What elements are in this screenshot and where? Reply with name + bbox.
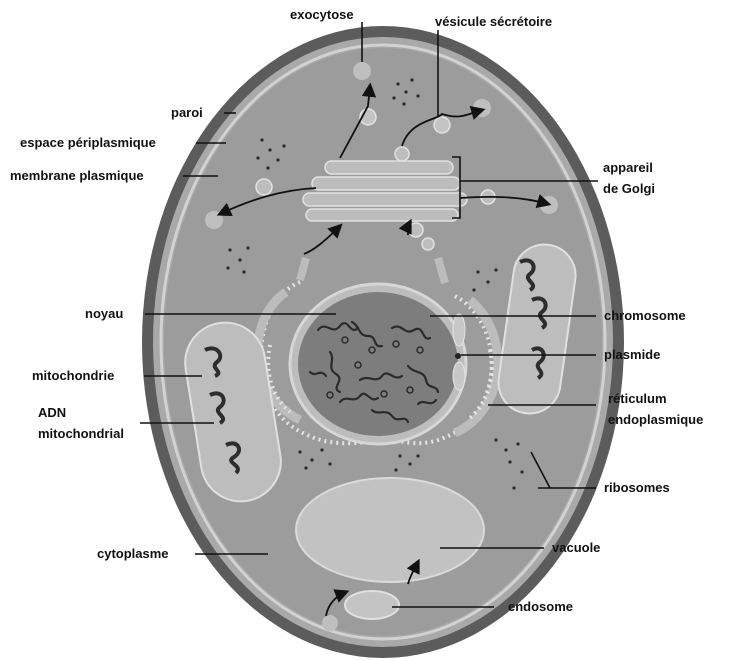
label-de-golgi: de Golgi	[603, 181, 655, 196]
label-vesicule-secretoire: vésicule sécrétoire	[435, 14, 552, 29]
label-chromosome: chromosome	[604, 308, 686, 323]
label-mitochondrial: mitochondrial	[38, 426, 124, 441]
endosome	[345, 591, 399, 619]
label-reticulum: réticulum	[608, 391, 667, 406]
label-cytoplasme: cytoplasme	[97, 546, 169, 561]
label-endoplasmique: endoplasmique	[608, 412, 703, 427]
label-endosome: endosome	[508, 599, 573, 614]
label-appareil: appareil	[603, 160, 653, 175]
label-paroi: paroi	[171, 105, 203, 120]
label-adn: ADN	[38, 405, 66, 420]
vacuole	[296, 478, 484, 582]
label-plasmide: plasmide	[604, 347, 660, 362]
label-membrane-plasmique: membrane plasmique	[10, 168, 144, 183]
label-exocytose: exocytose	[290, 7, 354, 22]
label-noyau: noyau	[85, 306, 123, 321]
label-mitochondrie: mitochondrie	[32, 368, 114, 383]
label-vacuole: vacuole	[552, 540, 600, 555]
label-ribosomes: ribosomes	[604, 480, 670, 495]
label-espace-periplasmique: espace périplasmique	[20, 135, 156, 150]
